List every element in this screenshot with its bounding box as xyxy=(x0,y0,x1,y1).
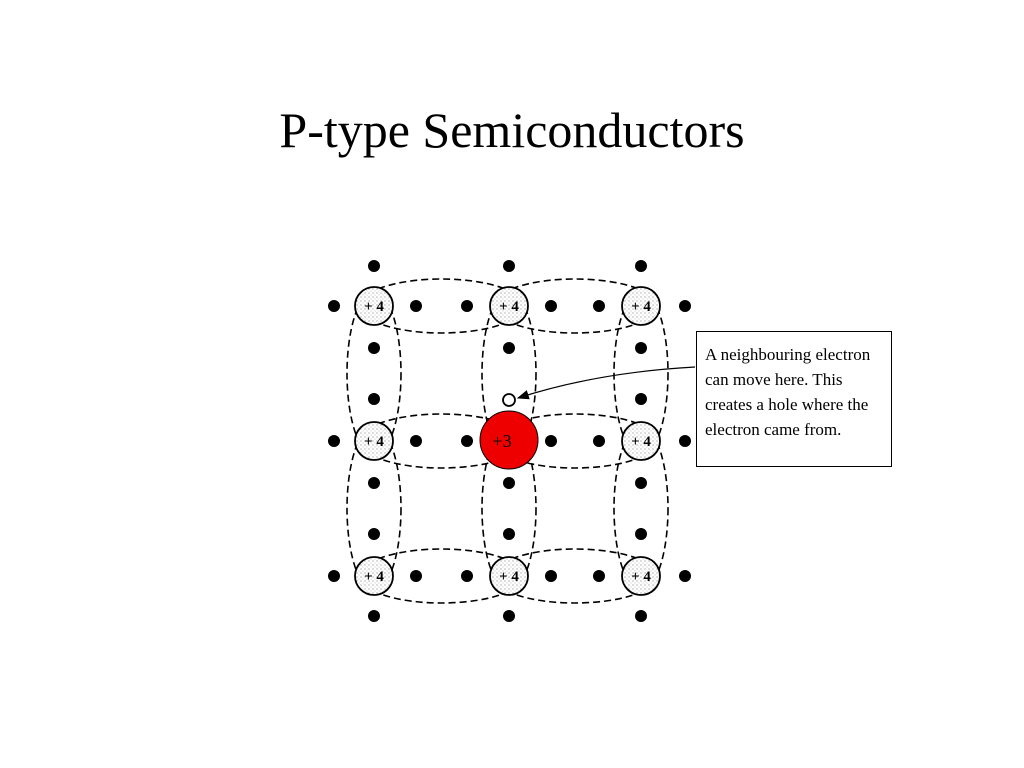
electron xyxy=(593,435,605,447)
silicon-atom: + 4 xyxy=(621,286,661,326)
electron xyxy=(679,300,691,312)
electron xyxy=(635,393,647,405)
electron xyxy=(410,300,422,312)
electron xyxy=(503,342,515,354)
atom-label: + 4 xyxy=(631,434,651,450)
electron xyxy=(328,300,340,312)
atom-label: + 4 xyxy=(499,299,519,315)
electron xyxy=(328,570,340,582)
atom-label: + 4 xyxy=(364,434,384,450)
atom-label: + 4 xyxy=(364,299,384,315)
silicon-atom: + 4 xyxy=(354,286,394,326)
electron xyxy=(635,477,647,489)
electron xyxy=(368,342,380,354)
electron xyxy=(328,435,340,447)
silicon-atom: + 4 xyxy=(489,286,529,326)
electron xyxy=(503,528,515,540)
dopant-atom-core xyxy=(479,410,539,470)
callout-box: A neighbouring electron can move here. T… xyxy=(696,331,892,467)
atom-core xyxy=(621,286,661,326)
electron xyxy=(635,260,647,272)
electron xyxy=(461,435,473,447)
atom-core xyxy=(621,421,661,461)
electron xyxy=(635,342,647,354)
electron xyxy=(545,300,557,312)
electron xyxy=(368,260,380,272)
silicon-atom: + 4 xyxy=(354,556,394,596)
electron xyxy=(679,570,691,582)
electron xyxy=(368,393,380,405)
atom-core xyxy=(354,286,394,326)
dopant-atom-label: +3 xyxy=(492,431,511,451)
silicon-atom: + 4 xyxy=(621,421,661,461)
atom-core xyxy=(354,421,394,461)
atom-label: + 4 xyxy=(364,569,384,585)
silicon-atoms: + 4 + 4 + 4 + 4 + 4 + 4 + 4 + 4 xyxy=(354,286,661,596)
electron xyxy=(410,435,422,447)
electron xyxy=(461,570,473,582)
electron xyxy=(503,260,515,272)
atom-core xyxy=(621,556,661,596)
electron xyxy=(593,570,605,582)
hole xyxy=(502,393,516,407)
silicon-atom: + 4 xyxy=(354,421,394,461)
electron xyxy=(503,477,515,489)
electron xyxy=(635,528,647,540)
electron xyxy=(368,528,380,540)
electron xyxy=(461,300,473,312)
callout-arrow xyxy=(516,366,696,400)
electron xyxy=(679,435,691,447)
dopant-atom: +3 xyxy=(479,410,539,470)
atom-core xyxy=(489,556,529,596)
atom-core xyxy=(354,556,394,596)
electron xyxy=(545,435,557,447)
electron xyxy=(635,610,647,622)
electron xyxy=(503,610,515,622)
bonding-electrons xyxy=(328,260,691,622)
slide-title: P-type Semiconductors xyxy=(279,102,745,158)
atom-core xyxy=(489,286,529,326)
silicon-atom: + 4 xyxy=(621,556,661,596)
atom-label: + 4 xyxy=(499,569,519,585)
electron xyxy=(368,477,380,489)
silicon-atom: + 4 xyxy=(489,556,529,596)
electron xyxy=(410,570,422,582)
atom-label: + 4 xyxy=(631,299,651,315)
electron xyxy=(368,610,380,622)
electron xyxy=(545,570,557,582)
atom-label: + 4 xyxy=(631,569,651,585)
electron xyxy=(593,300,605,312)
